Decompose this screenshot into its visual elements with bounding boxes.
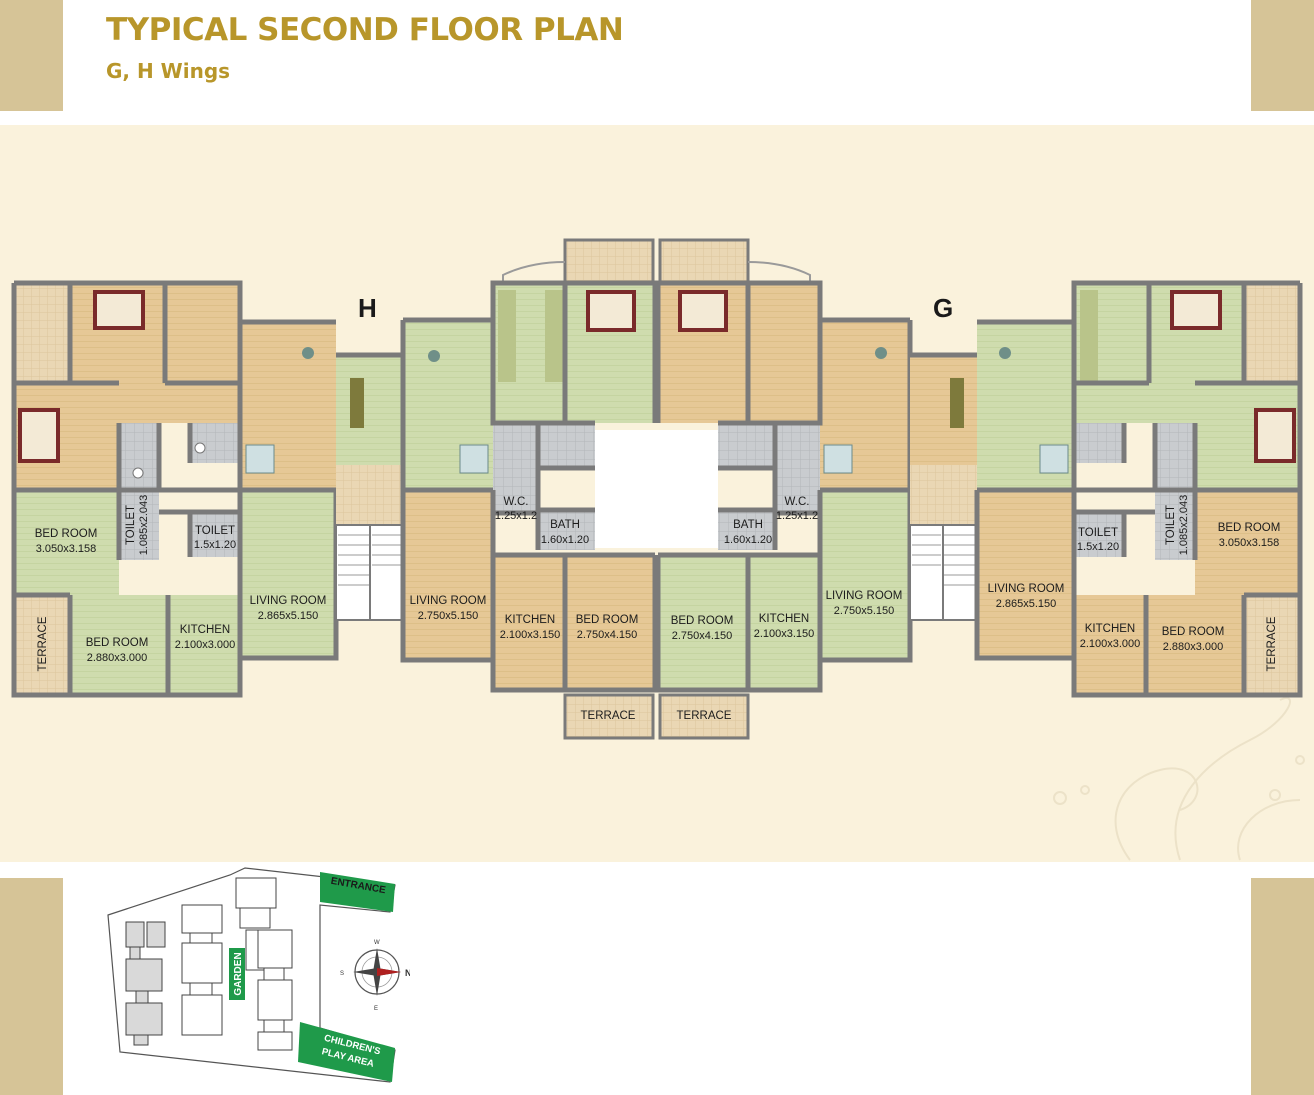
room-dim-g-bed1: 3.050x3.158: [1219, 537, 1280, 549]
building-column-2: [181, 877, 283, 1036]
room-name-c2-wc: W.C.: [785, 496, 810, 508]
bottom-left-tab: [0, 878, 63, 1095]
room-dim-g-toilet: 1.5x1.20: [1077, 541, 1119, 553]
room-dim-c1-kitchen: 2.100x3.150: [500, 629, 561, 641]
room-name-g-kitchen: KITCHEN: [1085, 623, 1135, 635]
room-name-c2-living: LIVING ROOM: [826, 590, 903, 602]
wing-label-g: G: [933, 293, 953, 323]
room-name-g-toilet: TOILET: [1078, 527, 1118, 539]
room-name-c1-terrace: TERRACE: [581, 710, 636, 722]
room-dim-c2-living: 2.750x5.150: [834, 605, 895, 617]
garden-area: [229, 948, 245, 1000]
staircase-h: [335, 465, 404, 621]
bottom-right-tab: [1251, 878, 1314, 1095]
room-name-h-terrace: TERRACE: [37, 616, 49, 671]
room-name-g-living: LIVING ROOM: [988, 583, 1065, 595]
building-column-3: [257, 929, 293, 1051]
wing-g: [910, 280, 1303, 698]
room-name-c1-kitchen: KITCHEN: [505, 614, 555, 626]
room-name-g-bed2: BED ROOM: [1162, 626, 1225, 638]
room-name-c1-wc: W.C.: [504, 496, 529, 508]
room-dim-c2-kitchen: 2.100x3.150: [754, 628, 815, 640]
room-dim-c2-bath: 1.60x1.20: [724, 534, 772, 546]
wing-label-h: H: [358, 293, 377, 323]
central-block: [400, 238, 913, 740]
room-name-h-bed1: BED ROOM: [35, 528, 98, 540]
room-dim-c2-bed: 2.750x4.150: [672, 630, 733, 642]
compass-east: E: [374, 1006, 378, 1012]
room-name-c2-terrace: TERRACE: [677, 710, 732, 722]
room-dim-g-bed2: 2.880x3.000: [1163, 641, 1224, 653]
site-key-plan: ENTRANCE GARDEN CHILDREN'S PLAY AREA W S…: [107, 867, 410, 1083]
room-name-c2-kitchen: KITCHEN: [759, 613, 809, 625]
room-name-h-bed2: BED ROOM: [86, 637, 149, 649]
room-dim-c1-wc: 1.25x1.2: [495, 510, 537, 522]
wing-h: [11, 280, 403, 698]
compass-icon: W S N E: [340, 940, 410, 1012]
floor-plan: H G BED ROOM 3.050x3.158 TOILET 1.085x2.…: [11, 238, 1305, 861]
room-dim-c1-bed: 2.750x4.150: [577, 629, 638, 641]
room-dim-h-bed1: 3.050x3.158: [36, 543, 97, 555]
room-name-g-toilet-v: TOILET: [1165, 505, 1177, 545]
garden-label: GARDEN: [233, 952, 244, 995]
room-name-c2-bed: BED ROOM: [671, 615, 734, 627]
top-right-tab: [1251, 0, 1314, 111]
room-dim-c1-bath: 1.60x1.20: [541, 534, 589, 546]
room-name-c1-living: LIVING ROOM: [410, 595, 487, 607]
compass-west: W: [374, 940, 380, 946]
room-dim-g-kitchen: 2.100x3.000: [1080, 638, 1141, 650]
room-name-g-bed1: BED ROOM: [1218, 522, 1281, 534]
room-dim-h-toilet-v: 1.085x2.043: [138, 495, 150, 556]
page-title: TYPICAL SECOND FLOOR PLAN: [106, 12, 624, 48]
floor-plan-panel: H G BED ROOM 3.050x3.158 TOILET 1.085x2.…: [0, 125, 1314, 862]
compass-north: N: [405, 968, 410, 978]
room-name-h-toilet: TOILET: [195, 525, 235, 537]
room-name-c2-bath: BATH: [733, 519, 763, 531]
room-dim-h-bed2: 2.880x3.000: [87, 652, 148, 664]
room-dim-g-toilet-v: 1.085x2.043: [1178, 495, 1190, 556]
building-column-1: [125, 921, 166, 1046]
room-dim-h-toilet: 1.5x1.20: [194, 539, 236, 551]
page-subtitle: G, H Wings: [106, 59, 231, 83]
room-name-h-living: LIVING ROOM: [250, 595, 327, 607]
room-dim-h-living: 2.865x5.150: [258, 610, 319, 622]
staircase-g: [909, 465, 978, 621]
room-dim-c1-living: 2.750x5.150: [418, 610, 479, 622]
room-name-h-kitchen: KITCHEN: [180, 624, 230, 636]
room-dim-c2-wc: 1.25x1.2: [776, 510, 818, 522]
room-name-h-toilet-v: TOILET: [125, 505, 137, 545]
room-name-c1-bed: BED ROOM: [576, 614, 639, 626]
room-dim-g-living: 2.865x5.150: [996, 598, 1057, 610]
room-dim-h-kitchen: 2.100x3.000: [175, 639, 236, 651]
compass-south: S: [340, 971, 344, 977]
decorative-swirl: [1053, 697, 1305, 861]
top-left-tab: [0, 0, 63, 111]
room-name-c1-bath: BATH: [550, 519, 580, 531]
room-name-g-terrace: TERRACE: [1266, 616, 1278, 671]
